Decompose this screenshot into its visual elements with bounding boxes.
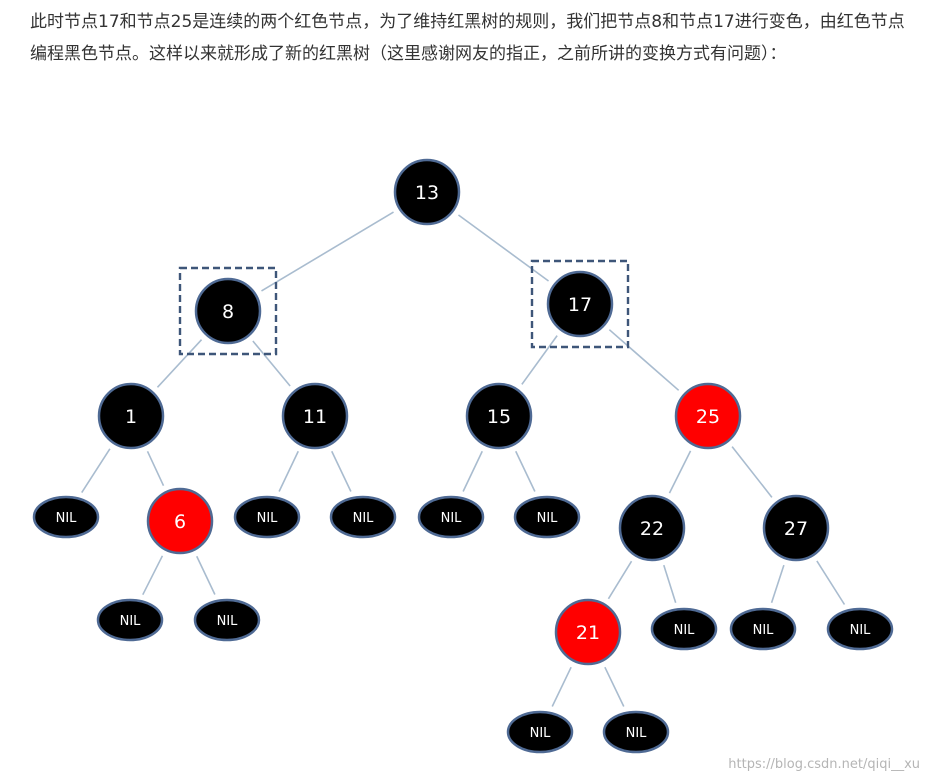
tree-edge-n11-nil4 bbox=[278, 450, 299, 492]
tree-edge-n22-n21 bbox=[607, 560, 633, 600]
nil-leaf-shape bbox=[602, 710, 670, 754]
highlight-box-n8 bbox=[178, 266, 278, 356]
watermark: https://blog.csdn.net/qiqi__xu bbox=[728, 757, 920, 772]
node-n13: 13 bbox=[393, 158, 461, 226]
nil-label: NIL bbox=[257, 511, 279, 526]
nil-leaf-shape bbox=[513, 495, 581, 539]
nil-leaf-shape bbox=[193, 598, 261, 642]
black-node-circle bbox=[762, 494, 830, 562]
nil-leaf-shape bbox=[96, 598, 164, 642]
black-node-circle bbox=[194, 277, 262, 345]
tree-edge-n21-nil9 bbox=[551, 666, 572, 707]
black-node-circle bbox=[546, 270, 614, 338]
node-nil8: NIL bbox=[650, 607, 718, 651]
node-n8: 8 bbox=[194, 277, 262, 345]
node-key-label: 11 bbox=[303, 406, 327, 428]
tree-edge-n22-nil8 bbox=[663, 564, 677, 603]
tree-edge-n27-nil12 bbox=[816, 560, 846, 605]
node-key-label: 17 bbox=[568, 294, 592, 316]
tree-edge-n15-nil6 bbox=[462, 450, 483, 492]
tree-edge-n6-nil3 bbox=[196, 555, 216, 595]
nil-label: NIL bbox=[537, 511, 559, 526]
nil-leaf-shape bbox=[32, 495, 100, 539]
node-key-label: 15 bbox=[487, 406, 511, 428]
nil-label: NIL bbox=[441, 511, 463, 526]
nil-label: NIL bbox=[217, 614, 239, 629]
node-nil7: NIL bbox=[513, 495, 581, 539]
tree-edge-n27-nil11 bbox=[770, 564, 785, 603]
black-node-circle bbox=[618, 494, 686, 562]
highlight-box-n17 bbox=[530, 259, 630, 349]
tree-edge-n17-n25 bbox=[608, 329, 680, 391]
nil-label: NIL bbox=[56, 511, 78, 526]
node-n1: 1 bbox=[97, 382, 165, 450]
black-node-circle bbox=[281, 382, 349, 450]
tree-edge-n6-nil2 bbox=[142, 555, 164, 596]
tree-edge-n8-n1 bbox=[156, 339, 203, 388]
node-nil3: NIL bbox=[193, 598, 261, 642]
tree-edge-n15-nil7 bbox=[515, 450, 536, 492]
node-nil9: NIL bbox=[506, 710, 574, 754]
node-key-label: 22 bbox=[640, 518, 664, 540]
node-key-label: 8 bbox=[222, 301, 234, 323]
tree-edge-n21-nil10 bbox=[604, 666, 625, 707]
black-node-circle bbox=[465, 382, 533, 450]
node-n17: 17 bbox=[546, 270, 614, 338]
nil-label: NIL bbox=[674, 623, 696, 638]
node-nil1: NIL bbox=[32, 495, 100, 539]
nil-label: NIL bbox=[850, 623, 872, 638]
tree-edge-n25-n22 bbox=[668, 450, 692, 494]
node-n27: 27 bbox=[762, 494, 830, 562]
node-n22: 22 bbox=[618, 494, 686, 562]
tree-edge-n25-n27 bbox=[731, 446, 773, 498]
highlight-boxes bbox=[178, 259, 630, 356]
node-key-label: 25 bbox=[696, 406, 720, 428]
node-key-label: 6 bbox=[174, 511, 186, 533]
nil-label: NIL bbox=[626, 726, 648, 741]
node-key-label: 1 bbox=[125, 406, 137, 428]
node-n15: 15 bbox=[465, 382, 533, 450]
node-nil10: NIL bbox=[602, 710, 670, 754]
nil-leaf-shape bbox=[650, 607, 718, 651]
tree-edge-n17-n15 bbox=[521, 335, 558, 385]
tree-edges bbox=[81, 211, 846, 707]
nil-leaf-shape bbox=[417, 495, 485, 539]
nil-leaf-shape bbox=[506, 710, 574, 754]
node-key-label: 13 bbox=[415, 182, 439, 204]
node-key-label: 21 bbox=[576, 622, 600, 644]
nil-label: NIL bbox=[530, 726, 552, 741]
nil-label: NIL bbox=[753, 623, 775, 638]
tree-edge-n13-n8 bbox=[261, 211, 394, 292]
node-nil5: NIL bbox=[329, 495, 397, 539]
node-n25: 25 bbox=[674, 382, 742, 450]
nil-leaf-shape bbox=[329, 495, 397, 539]
node-nil2: NIL bbox=[96, 598, 164, 642]
node-nil6: NIL bbox=[417, 495, 485, 539]
node-nil12: NIL bbox=[826, 607, 894, 651]
red-node-circle bbox=[674, 382, 742, 450]
nil-leaf-shape bbox=[233, 495, 301, 539]
tree-edge-n1-n6 bbox=[146, 451, 165, 486]
nil-leaf-shape bbox=[826, 607, 894, 651]
nil-label: NIL bbox=[120, 614, 142, 629]
node-n11: 11 bbox=[281, 382, 349, 450]
nil-label: NIL bbox=[353, 511, 375, 526]
intro-paragraph: 此时节点17和节点25是连续的两个红色节点，为了维持红黑树的规则，我们把节点8和… bbox=[30, 12, 905, 64]
node-key-label: 27 bbox=[784, 518, 808, 540]
black-node-circle bbox=[97, 382, 165, 450]
red-node-circle bbox=[554, 598, 622, 666]
tree-edge-n11-nil5 bbox=[331, 450, 352, 492]
tree-edge-n1-nil1 bbox=[81, 448, 111, 493]
tree-edge-n13-n17 bbox=[457, 214, 550, 282]
node-nil4: NIL bbox=[233, 495, 301, 539]
tree-edge-n8-n11 bbox=[252, 340, 291, 387]
nil-leaf-shape bbox=[729, 607, 797, 651]
red-node-circle bbox=[146, 487, 214, 555]
node-n6: 6 bbox=[146, 487, 214, 555]
node-nil11: NIL bbox=[729, 607, 797, 651]
node-n21: 21 bbox=[554, 598, 622, 666]
black-node-circle bbox=[393, 158, 461, 226]
